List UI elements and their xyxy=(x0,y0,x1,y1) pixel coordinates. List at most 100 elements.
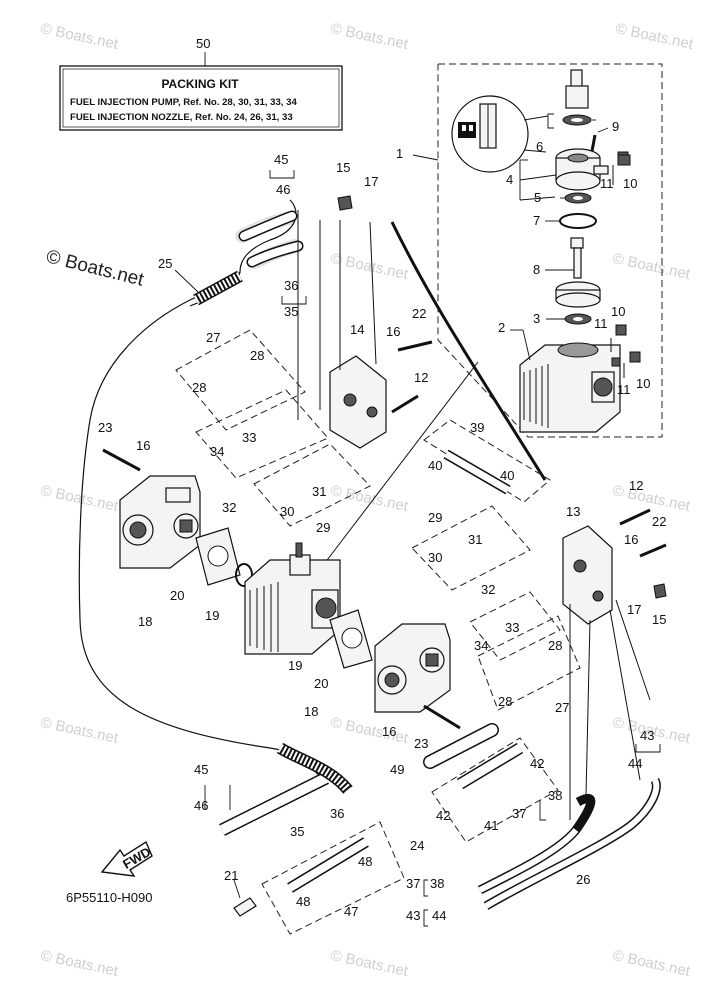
callout: 20 xyxy=(314,676,328,691)
callout: 16 xyxy=(136,438,150,453)
callout: 44 xyxy=(628,756,642,771)
callout: 16 xyxy=(624,532,638,547)
callout-50: 50 xyxy=(196,36,210,51)
callout: 47 xyxy=(344,904,358,919)
fitting-21 xyxy=(233,879,257,917)
callout: 20 xyxy=(170,588,184,603)
gasket-20-center xyxy=(329,609,373,669)
callout: 45 xyxy=(274,152,288,167)
callout: 28 xyxy=(250,348,264,363)
callout: 16 xyxy=(386,324,400,339)
callout: 46 xyxy=(194,798,208,813)
gasket-20-left xyxy=(195,527,241,586)
packing-kit-line1: FUEL INJECTION PUMP, Ref. No. 28, 30, 31… xyxy=(70,97,297,108)
callout: 36 xyxy=(330,806,344,821)
detail-circle xyxy=(451,95,554,173)
callout-labels: 50 1 2 3 4 5 6 7 8 9 10 10 10 11 11 11 1… xyxy=(66,36,666,923)
callout: 31 xyxy=(468,532,482,547)
callout: 26 xyxy=(576,872,590,887)
callout: 23 xyxy=(98,420,112,435)
callout: 37 xyxy=(406,876,420,891)
callout: 29 xyxy=(316,520,330,535)
flex-hose-49 xyxy=(423,723,499,769)
callout: 1 xyxy=(396,146,403,161)
callout: 40 xyxy=(428,458,442,473)
callout: 22 xyxy=(652,514,666,529)
callout: 31 xyxy=(312,484,326,499)
callout: 2 xyxy=(498,320,505,335)
callout: 37 xyxy=(512,806,526,821)
callout: 25 xyxy=(158,256,172,271)
callout: 18 xyxy=(304,704,318,719)
callout: 13 xyxy=(566,504,580,519)
callout: 29 xyxy=(428,510,442,525)
callout: 42 xyxy=(530,756,544,771)
callout: 23 xyxy=(414,736,428,751)
bearing-5 xyxy=(560,192,592,204)
drive-shaft-8 xyxy=(545,237,601,308)
callout: 14 xyxy=(350,322,364,337)
pump-cylinder-center xyxy=(244,542,341,655)
callout: 38 xyxy=(430,876,444,891)
fuel-line-45 xyxy=(204,742,353,836)
callout: 19 xyxy=(288,658,302,673)
callout: 46 xyxy=(276,182,290,197)
bracket-14 xyxy=(297,210,387,449)
diagram-code: 6P55110-H090 xyxy=(66,890,153,905)
callout: 43 xyxy=(640,728,654,743)
callout: 10 xyxy=(636,376,650,391)
callout: 10 xyxy=(611,304,625,319)
callout: 11 xyxy=(600,176,614,191)
callout: 35 xyxy=(290,824,304,839)
callout: 16 xyxy=(382,724,396,739)
callout: 21 xyxy=(224,868,238,883)
callout: 48 xyxy=(358,854,372,869)
callout: 32 xyxy=(481,582,495,597)
callout: 45 xyxy=(194,762,208,777)
bolts-10-11-upper xyxy=(610,154,641,378)
callout: 49 xyxy=(390,762,404,777)
o-ring-7 xyxy=(545,213,597,229)
callout: 11 xyxy=(617,382,631,397)
callout: 19 xyxy=(205,608,219,623)
callout: 42 xyxy=(436,808,450,823)
callout: 44 xyxy=(432,908,446,923)
callout: 11 xyxy=(594,316,608,331)
callout: 15 xyxy=(336,160,350,175)
fuel-pump-left xyxy=(119,475,201,569)
bolts xyxy=(102,195,667,730)
callout: 3 xyxy=(533,311,540,326)
callout: 41 xyxy=(484,818,498,833)
callout: 6 xyxy=(536,139,543,154)
callout: 27 xyxy=(555,700,569,715)
bracket-13 xyxy=(562,525,651,820)
callout: 40 xyxy=(500,468,514,483)
bearing-3 xyxy=(546,313,592,325)
callout: 12 xyxy=(414,370,428,385)
callout: 28 xyxy=(548,638,562,653)
callout: 17 xyxy=(364,174,378,189)
fuel-pump-right xyxy=(374,623,451,713)
fuel-line-39 xyxy=(423,419,551,503)
callout: 48 xyxy=(296,894,310,909)
pump-cylinder-body xyxy=(510,329,621,433)
callout: 17 xyxy=(627,602,641,617)
callout: 43 xyxy=(406,908,420,923)
callout: 10 xyxy=(623,176,637,191)
o-ring-19-left xyxy=(235,563,253,587)
packing-kit-line2: FUEL INJECTION NOZZLE, Ref. No. 24, 26, … xyxy=(70,112,293,123)
fuel-hose-25 xyxy=(78,199,321,777)
callout: 7 xyxy=(533,213,540,228)
callout: 33 xyxy=(505,620,519,635)
callout: 35 xyxy=(284,304,298,319)
fuel-line-47 xyxy=(261,821,405,935)
callout: 22 xyxy=(412,306,426,321)
callout: 27 xyxy=(206,330,220,345)
callout: 15 xyxy=(652,612,666,627)
packing-kit: PACKING KIT FUEL INJECTION PUMP, Ref. No… xyxy=(59,52,343,131)
fwd-arrow-icon: FWD xyxy=(100,840,153,877)
callout: 8 xyxy=(533,262,540,277)
packing-kit-title: PACKING KIT xyxy=(161,77,239,91)
callout: 38 xyxy=(548,788,562,803)
